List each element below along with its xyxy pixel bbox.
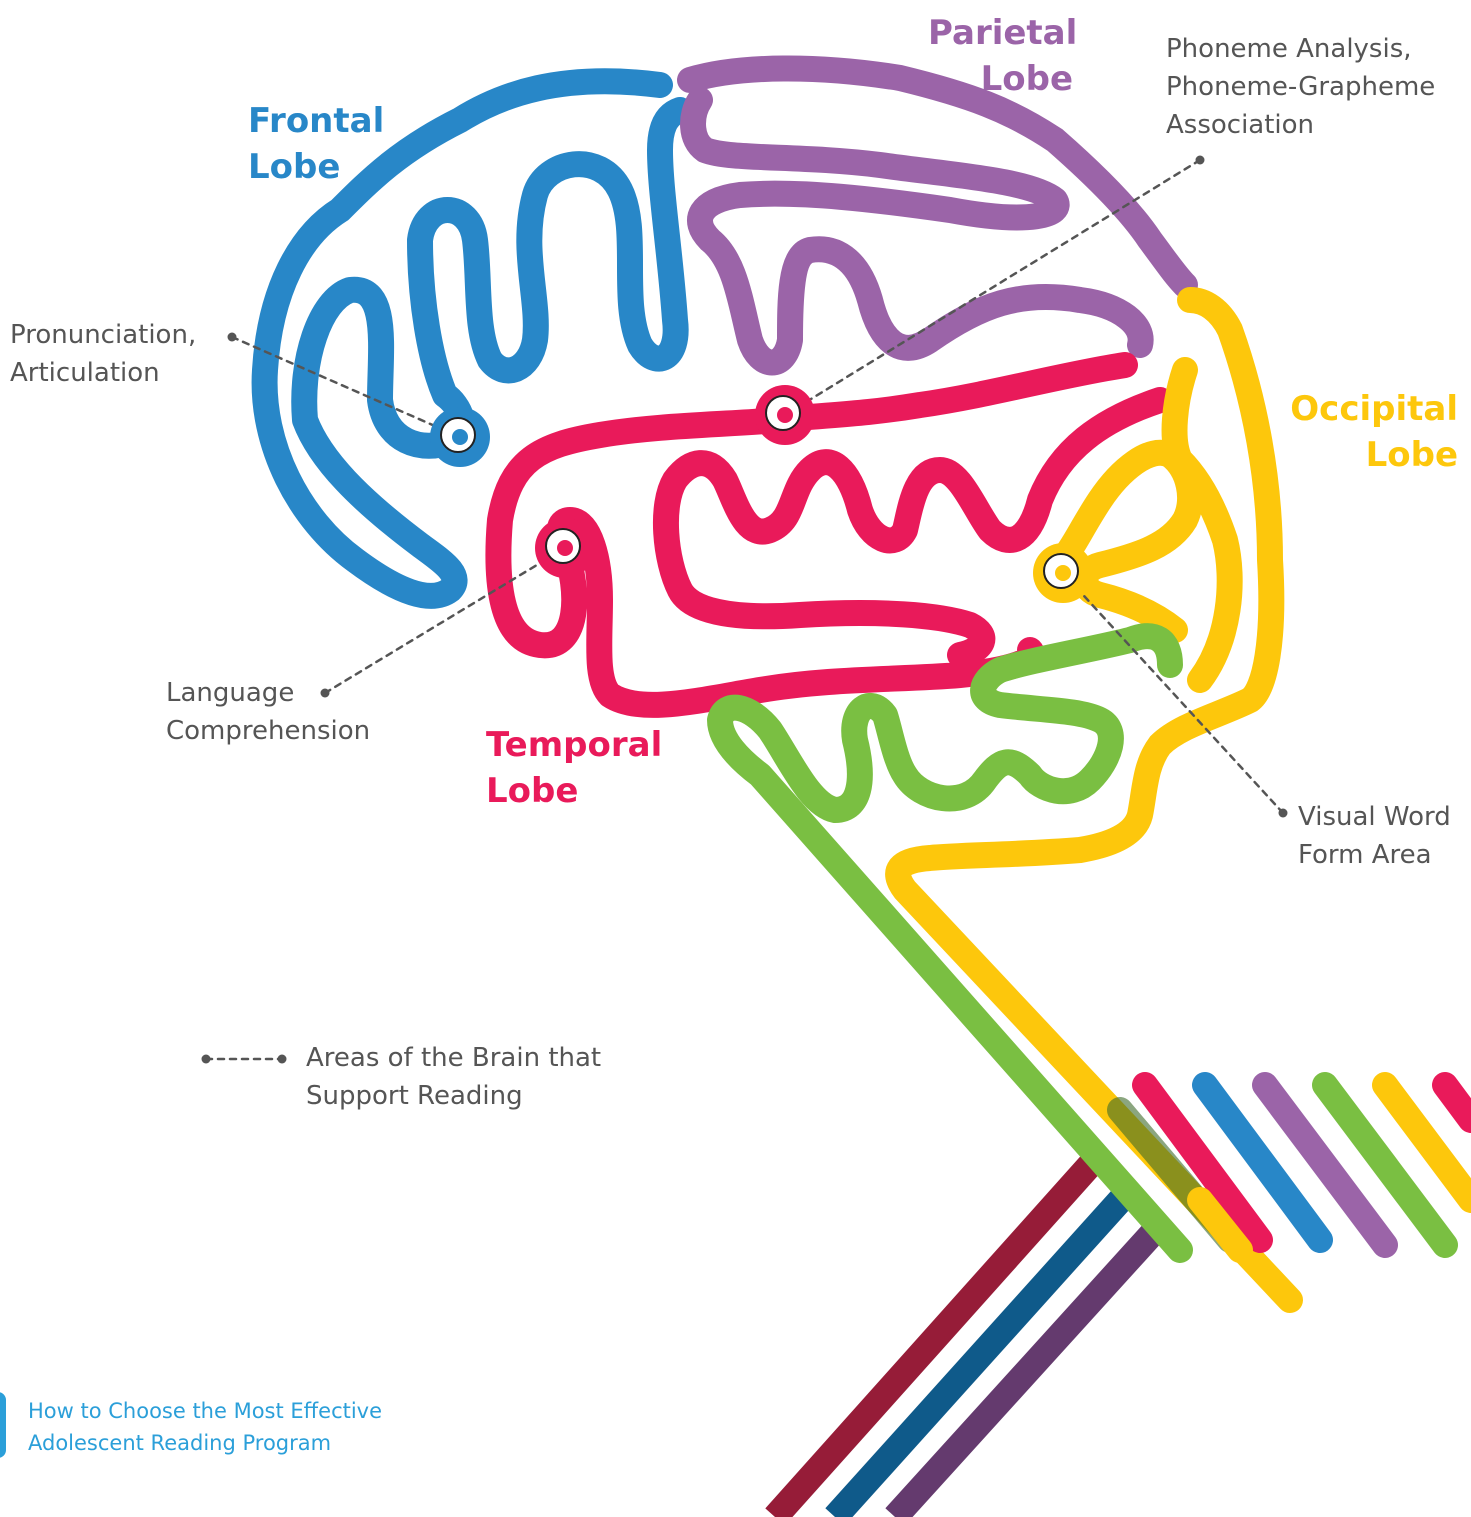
callout-phoneme-line-2: Phoneme-Grapheme [1166,72,1436,102]
occipital-lobe-line-1: Occipital [1290,389,1458,429]
temporal-lobe-line-1: Temporal [486,725,663,765]
braid-red-2 [1432,1072,1471,1133]
braid-yellow-main [1187,1187,1253,1263]
braid-stripes [1107,1072,1471,1263]
parietal-lobe-line-1: Parietal [928,13,1078,53]
callout-visual-word: Visual Word Form Area [1298,798,1451,874]
frontal-lobe-label: Frontal Lobe [248,98,384,190]
spine-band-blue [825,1186,1135,1517]
callout-visual-word-line-2: Form Area [1298,840,1432,870]
marker-language [535,518,595,578]
area-markers [430,385,1093,603]
callout-pronunciation: Pronunciation, Articulation [10,316,196,392]
leader-pronunciation [230,335,462,439]
callout-language-line-1: Language [166,678,295,708]
dot-visual-word [1278,808,1288,818]
spine-band-red [765,1156,1100,1517]
callout-language-line-2: Comprehension [166,716,371,746]
leader-visual-word [1061,571,1285,815]
parietal-lobe-line-2: Lobe [980,59,1073,99]
dot-language [320,688,330,698]
callout-language: Language Comprehension [166,674,370,750]
callout-pronunciation-line-1: Pronunciation, [10,320,197,350]
footer-title: How to Choose the Most Effective Adolesc… [28,1395,382,1459]
occipital-lobe-path [885,287,1303,1313]
leader-lines [204,158,1285,1061]
spinal-cord-bands [765,1156,1170,1517]
callout-phoneme-line-1: Phoneme Analysis, [1166,34,1412,64]
callout-pronunciation-line-2: Articulation [10,358,160,388]
braid-purple [1252,1072,1398,1258]
footer-tab [0,1392,6,1458]
temporal-lobe-line-2: Lobe [486,771,579,811]
callout-phoneme: Phoneme Analysis, Phoneme-Grapheme Assoc… [1166,30,1435,144]
footer-line-2: Adolescent Reading Program [28,1431,332,1455]
leader-phoneme [783,158,1202,417]
callout-phoneme-line-3: Association [1166,110,1315,140]
marker-visual-word [1033,543,1093,603]
dot-pronunciation [227,332,237,342]
legend-line-1: Areas of the Brain that [306,1043,602,1073]
parietal-lobe-path [677,55,1198,376]
braid-green [1312,1072,1458,1258]
braid-yellow [1372,1072,1471,1213]
dot-legend-left [201,1054,211,1064]
marker-pronunciation [430,407,490,467]
footer-line-1: How to Choose the Most Effective [28,1399,383,1423]
frontal-lobe-line-2: Lobe [248,147,341,187]
dot-legend-right [277,1054,287,1064]
leader-language [323,546,567,695]
legend-line-2: Support Reading [306,1081,523,1111]
frontal-lobe-line-1: Frontal [248,101,385,141]
cerebellum-path [707,623,1193,1263]
parietal-lobe-label: Parietal Lobe [928,10,1078,102]
dot-phoneme [1195,155,1205,165]
temporal-lobe-label: Temporal Lobe [486,722,662,814]
spine-band-purple [885,1216,1170,1517]
legend-text: Areas of the Brain that Support Reading [306,1039,601,1115]
occipital-lobe-label: Occipital Lobe [1268,386,1458,478]
marker-phoneme [755,385,815,445]
braid-red-1 [1132,1072,1273,1253]
callout-visual-word-line-1: Visual Word [1298,802,1451,832]
occipital-lobe-line-2: Lobe [1365,435,1458,475]
leader-endpoints [201,155,1288,1064]
braid-blue [1192,1072,1333,1253]
